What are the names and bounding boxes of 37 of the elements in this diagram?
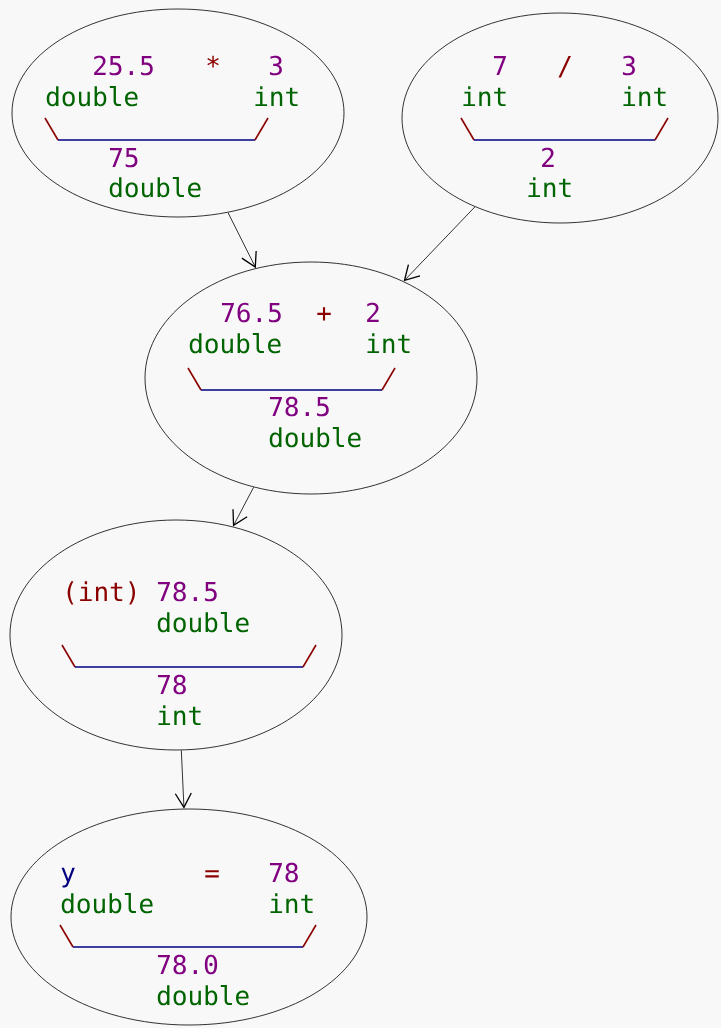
value-text: 2 — [367, 302, 379, 322]
operator-text: * — [207, 55, 219, 68]
value-text: 78.0 — [157, 954, 218, 975]
arrow — [227, 212, 257, 269]
type-text: double — [157, 985, 249, 1006]
arrow — [232, 486, 254, 527]
type-text: double — [157, 612, 249, 633]
type-text: int — [528, 177, 571, 197]
arrow — [174, 749, 192, 809]
value-text: 3 — [622, 55, 635, 76]
value-text: 78.5 — [269, 396, 329, 417]
operator-text: = — [205, 870, 219, 878]
type-text: double — [269, 427, 361, 448]
arrow — [403, 206, 476, 282]
type-text: double — [109, 177, 201, 198]
value-text: 78 — [157, 674, 186, 695]
type-text: int — [255, 86, 298, 106]
value-text: 2 — [542, 147, 554, 167]
type-text: double — [61, 893, 153, 914]
value-text: 3 — [269, 55, 282, 76]
variable-text: y — [61, 867, 75, 888]
type-text: int — [463, 86, 506, 106]
type-text: int — [367, 333, 410, 353]
type-text: double — [189, 333, 281, 354]
operator-text: + — [317, 307, 331, 321]
value-text: 76.5 — [221, 302, 281, 323]
type-text: int — [270, 893, 313, 913]
operator-text: (int) — [67, 581, 136, 605]
value-text: 78.5 — [157, 581, 217, 602]
value-text: 7 — [494, 56, 506, 75]
value-text: 78 — [269, 862, 298, 883]
operator-text: / — [558, 56, 571, 78]
type-text: int — [623, 86, 666, 106]
type-text: int — [158, 705, 201, 725]
value-text: 25.5 — [94, 55, 153, 76]
value-text: 75 — [109, 148, 138, 168]
type-text: double — [46, 86, 138, 107]
